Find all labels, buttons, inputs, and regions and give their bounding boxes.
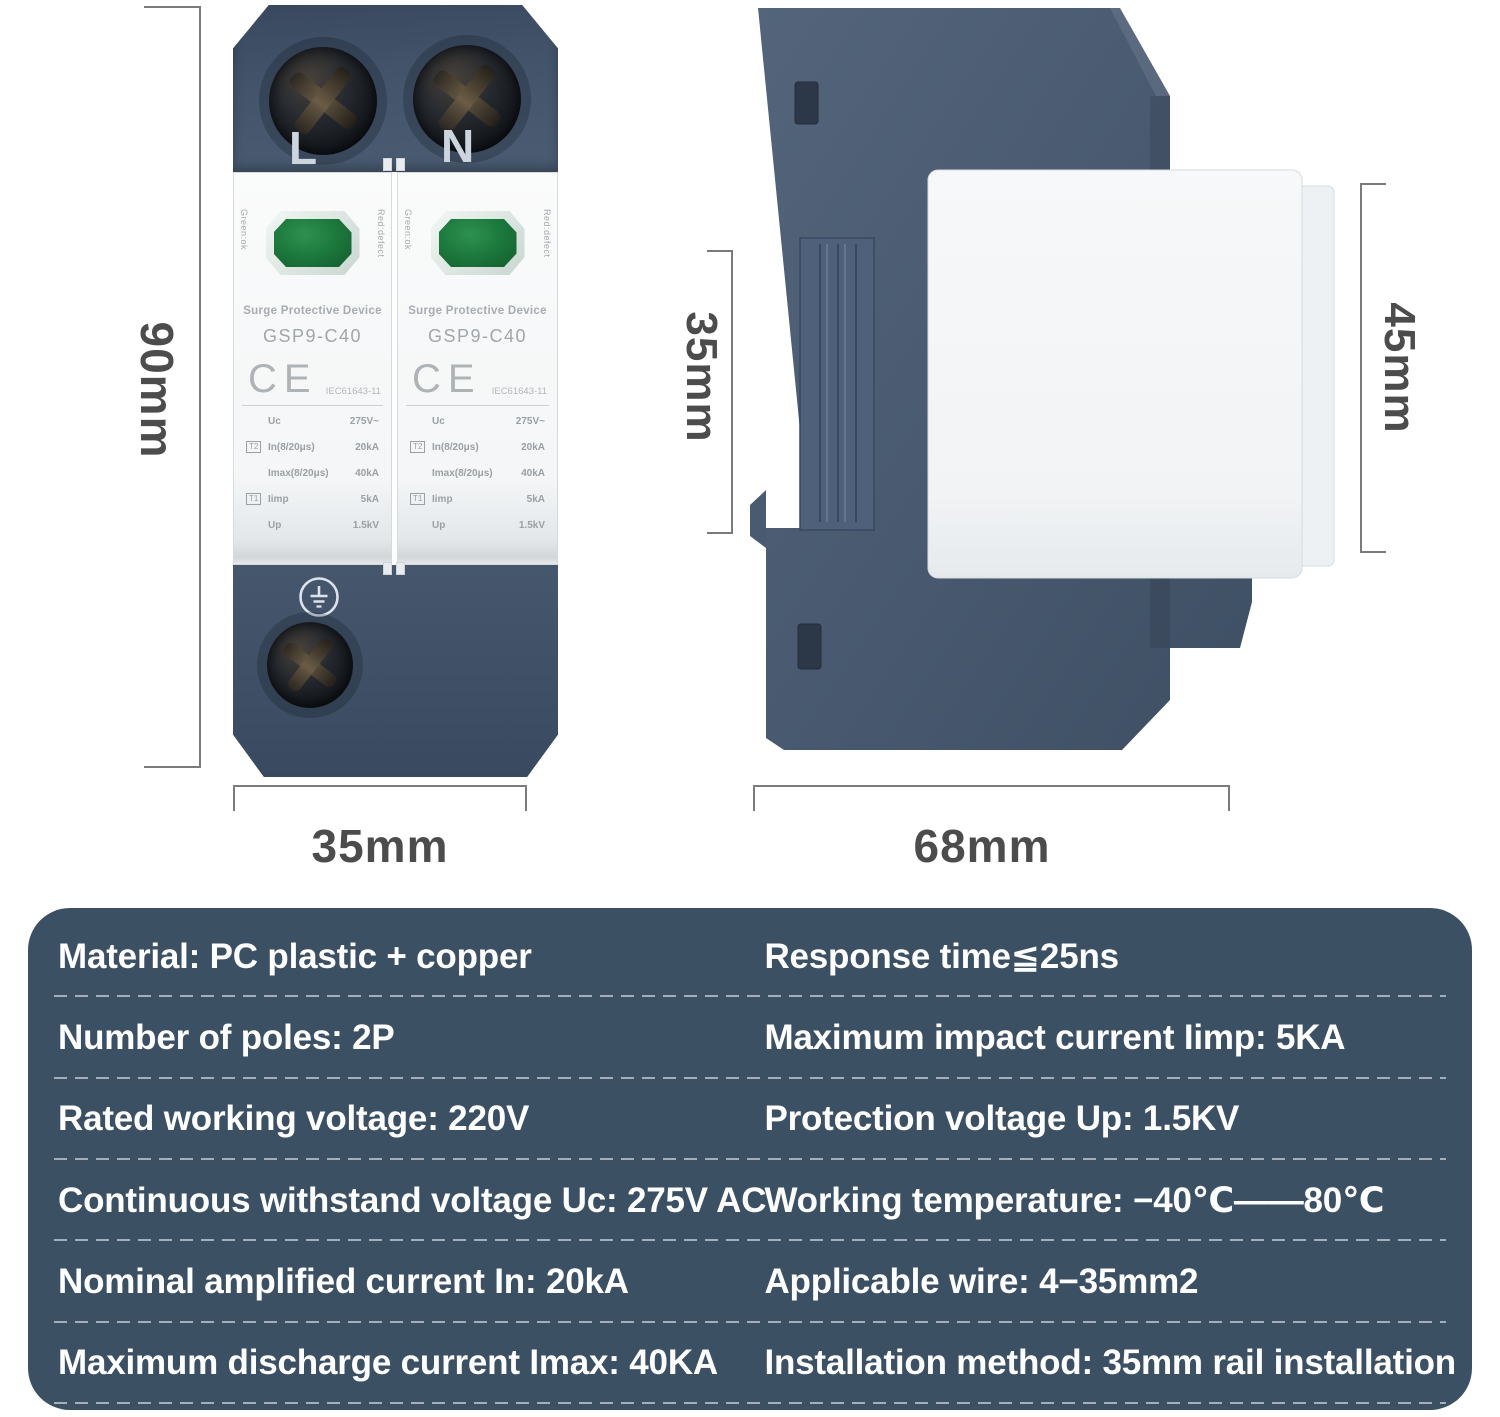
table-row: Rated working voltage: 220V Protection v… — [28, 1079, 1472, 1161]
cartridge-side — [927, 169, 1303, 579]
front-height-dimension: 90mm — [131, 321, 183, 459]
module-clip-tab — [383, 562, 392, 575]
table-row: Nominal amplified current In: 20kA Appli… — [28, 1241, 1472, 1323]
module-dimension-bracket — [1360, 183, 1386, 553]
front-terminal-block: L N — [233, 5, 558, 172]
spec-working-temperature: Working temperature: −40℃——80℃ — [764, 1180, 1385, 1220]
spec-withstand-voltage: Continuous withstand voltage Uc: 275V AC — [58, 1180, 767, 1220]
status-led-green — [438, 219, 517, 267]
terminal-screw-l-icon — [269, 47, 377, 155]
module-clip-tab — [396, 158, 405, 171]
module-divider — [406, 405, 549, 406]
spec-row-imax: Imax(8/20μs)40kA — [268, 468, 379, 479]
module-clip-tab — [383, 158, 392, 171]
module-bevel — [398, 540, 557, 564]
spec-poles: Number of poles: 2P — [58, 1017, 395, 1057]
terminal-label-n: N — [441, 120, 475, 172]
spec-rated-voltage: Rated working voltage: 220V — [58, 1099, 530, 1139]
led-ok-label: Green:ok — [239, 209, 249, 251]
din-latch-hook — [750, 490, 766, 548]
table-row: Number of poles: 2P Maximum impact curre… — [28, 997, 1472, 1079]
spec-row-imax: Imax(8/20μs)40kA — [432, 468, 545, 479]
spec-impact-current: Maximum impact current Iimp: 5KA — [764, 1017, 1346, 1057]
led-ok-label: Green:ok — [403, 209, 413, 251]
front-width-dimension: 35mm — [311, 820, 449, 872]
table-row: Maximum discharge current Imax: 40KA Ins… — [28, 1323, 1472, 1405]
status-led-window — [430, 211, 525, 275]
mount-slot-bottom-icon — [797, 623, 822, 670]
side-view — [750, 8, 1335, 750]
spec-applicable-wire: Applicable wire: 4−35mm2 — [764, 1261, 1199, 1301]
spec-protection-voltage: Protection voltage Up: 1.5KV — [764, 1099, 1240, 1139]
spec-discharge-current: Maximum discharge current Imax: 40KA — [58, 1343, 718, 1383]
width-dimension-bracket — [233, 785, 527, 811]
chamfer-highlight — [1110, 8, 1170, 96]
height-dimension-bracket — [144, 6, 201, 768]
rail-dimension-bracket — [707, 250, 733, 534]
standard-label: IEC61643-11 — [491, 386, 547, 397]
module-clip-tab — [396, 562, 405, 575]
ce-mark: CE — [248, 357, 318, 401]
table-row: Continuous withstand voltage Uc: 275V AC… — [28, 1160, 1472, 1242]
mount-slot-top-icon — [794, 81, 819, 125]
spec-nominal-current: Nominal amplified current In: 20kA — [58, 1261, 629, 1301]
status-led-green — [273, 219, 352, 267]
led-defect-label: Red:defect — [376, 209, 386, 258]
led-defect-label: Red:defect — [542, 209, 552, 258]
side-depth-dimension: 68mm — [913, 820, 1051, 872]
module-bevel — [234, 540, 391, 564]
terminal-screw-n-icon — [413, 45, 521, 153]
module-product-type: Surge Protective Device — [408, 305, 547, 317]
depth-dimension-bracket — [753, 785, 1230, 811]
front-bottom-block — [233, 565, 558, 777]
status-led-window — [265, 211, 360, 275]
module-divider — [242, 405, 383, 406]
spec-installation-method: Installation method: 35mm rail installat… — [764, 1343, 1456, 1383]
spd-module-left: Green:ok Red:defect Surge Protective Dev… — [233, 172, 392, 565]
module-model: GSP9-C40 — [262, 326, 363, 346]
table-row: Material: PC plastic + copper Response t… — [28, 916, 1472, 998]
ce-mark: CE — [412, 357, 482, 401]
module-model: GSP9-C40 — [427, 326, 528, 346]
ground-icon — [299, 577, 339, 617]
side-module-dimension: 45mm — [1375, 302, 1424, 434]
side-rail-dimension: 35mm — [677, 311, 726, 443]
terminal-label-l: L — [289, 122, 318, 174]
ground-screw-icon — [267, 622, 353, 708]
spd-module-right: Green:ok Red:defect Surge Protective Dev… — [397, 172, 558, 565]
module-product-type: Surge Protective Device — [243, 305, 382, 317]
spec-table: Material: PC plastic + copper Response t… — [28, 908, 1472, 1410]
spec-material: Material: PC plastic + copper — [58, 936, 532, 976]
spec-response-time: Response time≦25ns — [764, 936, 1119, 976]
standard-label: IEC61643-11 — [325, 386, 381, 397]
